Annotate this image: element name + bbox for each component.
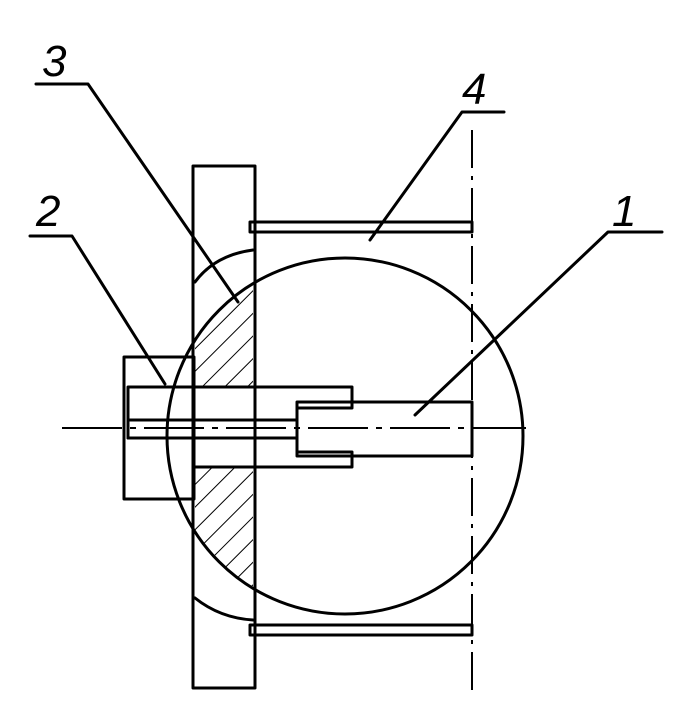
callout-label-1: 1: [612, 187, 636, 236]
housing-bottom-rail: [248, 623, 474, 637]
leader-line-4: [368, 110, 506, 242]
leader-line-3: [34, 82, 240, 304]
bushing-stem-lower: [126, 436, 354, 469]
callout-label-2: 2: [35, 187, 60, 236]
housing-top-rail: [248, 220, 474, 234]
spherical-body: [165, 256, 525, 616]
leader-line-2: [28, 234, 167, 386]
flange-hatch-lower: [195, 468, 253, 614]
callout-label-3: 3: [42, 37, 67, 86]
bushing-block: [122, 355, 196, 501]
leader-line-1: [413, 230, 664, 417]
shaft: [295, 400, 474, 458]
callout-label-4: 4: [462, 65, 486, 114]
